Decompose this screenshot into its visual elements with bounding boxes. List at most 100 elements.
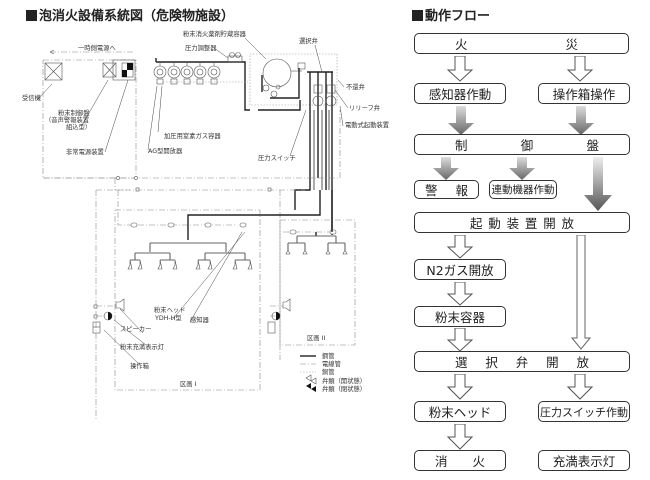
flow-title: 動作フロー [412,5,490,24]
white-arrow-down-icon [447,282,473,306]
gray-arrow-down-icon [568,106,594,135]
flow-box-fire: 火 災 [414,33,629,54]
legend-label-3: 弁類（開状態） [322,376,366,385]
non-return-valve-label: 不還弁 [346,82,365,91]
alarm-char-2: 報 [455,183,468,198]
white-arrow-down-icon [447,235,473,259]
powder-vessel-text: 粉末容器 [434,310,485,325]
flow-box-control-panel: 制 御 盤 [414,134,630,155]
linked-equipment-text: 連動機器作動 [491,184,555,196]
storage-vessel-label: 粉末消火薬剤貯蔵容器 [183,29,247,38]
starter-char-5: 開 [543,216,556,231]
control-panel-label-1: 粉末制御盤 [58,108,90,117]
title-square-icon [26,10,37,21]
pressure-regulator-label: 圧力調整器 [185,43,217,52]
pressure-switch-label: 圧力スイッチ [258,153,296,162]
flow-box-selector-valve-open: 選 択 弁 開 放 [414,351,630,372]
starter-char-1: 起 [470,216,483,231]
selector-char-1: 選 [455,355,468,370]
control-panel-label-2: （音声警報装置 [45,115,89,124]
operation-box-text: 操作箱操作 [552,87,616,102]
flow-title-text: 動作フロー [425,9,491,24]
control-panel-char-3: 盤 [586,138,599,153]
extinguish-char-2: 火 [472,454,485,469]
white-arrow-down-icon [447,56,473,82]
legend-label-2: 銅管 [322,367,335,376]
gray-arrow-down-icon [433,157,459,180]
nitrogen-vessel-label: 加圧用窒素ガス容器 [164,131,221,140]
starter-char-6: 放 [561,216,574,231]
pressure-regulator [227,52,243,63]
flow-box-alarm: 警 報 [414,180,479,199]
pressure-switch-text: 圧力スイッチ作動 [540,405,628,419]
operation-box-label: 操作箱 [130,361,149,370]
flow-box-powder-head: 粉末ヘッド [414,401,506,422]
fire-char-2: 災 [565,37,578,52]
gray-arrow-down-icon [448,106,474,135]
control-panel-char-1: 制 [455,138,468,153]
alarm-char-1: 警 [425,183,438,198]
starter-char-4: 置 [524,216,538,231]
flow-box-n2-gas-open: N2ガス開放 [414,259,506,280]
legend: 鋼管 電線管 銅管 弁類（開状態） 弁類（閉状態） [300,351,366,393]
n2-gas-open-text: N2ガス開放 [426,263,494,278]
powder-storage-vessel [258,58,306,111]
fire-char-1: 火 [455,37,468,52]
white-arrow-down-long-icon [571,235,591,350]
legend-label-4: 弁類（閉状態） [322,384,366,393]
powder-head-text: 粉末ヘッド [428,405,492,420]
receiver-label: 受信機 [22,93,42,102]
powder-head-label-1: 粉末ヘッド [154,305,185,314]
diagram-title-text: 泡消火設備系統図（危険物施設） [39,9,235,24]
white-arrow-down-icon [447,374,473,400]
selector-char-4: 開 [546,355,559,370]
valve-closed-icon [306,383,316,392]
starter-char-2: 動 [488,216,501,231]
control-panel-char-2: 御 [520,138,534,153]
relief-valve-label: リリーフ弁 [349,103,380,112]
full-indicator-text: 充満表示灯 [552,454,616,469]
detector-label: 感知器 [190,315,210,324]
gray-arrow-down-icon [509,157,535,180]
flow-box-linked-equipment: 連動機器作動 [489,180,557,199]
flow-box-starter-open: 起 動 装 置 開 放 [414,212,630,233]
selector-char-3: 弁 [515,355,529,370]
system-diagram: .sol { stroke:#222; stroke-width:1.4; fi… [22,29,389,420]
nitrogen-gas-vessels [153,58,250,111]
ag-valve-label: AG型開放器 [148,146,183,155]
white-arrow-down-icon [447,424,473,450]
selector-char-2: 択 [485,355,498,370]
emergency-power-label: 非常電源装置 [66,147,104,156]
flow-box-pressure-switch: 圧力スイッチ作動 [538,401,630,422]
zone-2 [267,190,356,346]
detector-activation-text: 感知器作動 [428,87,492,102]
diagram-title: 泡消火設備系統図（危険物施設） [26,5,234,24]
zone-1 [92,190,321,391]
valve-open-icon [305,374,317,385]
flow-box-detector-activation: 感知器作動 [414,83,506,104]
selector-valves [294,71,337,235]
white-arrow-down-icon [447,328,473,352]
zone-2-label: 区画 II [307,334,325,342]
receiver [44,62,63,81]
legend-label-0: 鋼管 [322,351,335,360]
white-arrow-down-icon [567,374,593,400]
electric-starter-label: 電動式起動装置 [345,120,389,129]
indicator-lamp-label: 粉末充満表示灯 [120,342,165,351]
selector-valve-label: 選択弁 [299,36,318,45]
powder-control-panel [102,59,136,81]
flow-box-full-indicator: 充満表示灯 [538,450,630,471]
control-panel-label-3: 組込型） [66,122,91,131]
temporary-power-label: 一時側電源へ [78,43,116,52]
title-square-icon [412,10,423,21]
extinguish-char-1: 消 [435,454,448,469]
gray-arrow-down-long-icon [584,157,612,211]
legend-label-1: 電線管 [322,359,341,368]
flow-box-powder-vessel: 粉末容器 [414,306,506,327]
speaker-label: スピーカー [120,325,151,333]
white-arrow-down-icon [567,56,593,82]
flow-box-operation-box: 操作箱操作 [538,83,630,104]
zone-1-label: 区画 I [180,380,197,388]
starter-char-3: 装 [506,216,520,231]
powder-head-label-2: YDH-H型 [154,313,182,322]
